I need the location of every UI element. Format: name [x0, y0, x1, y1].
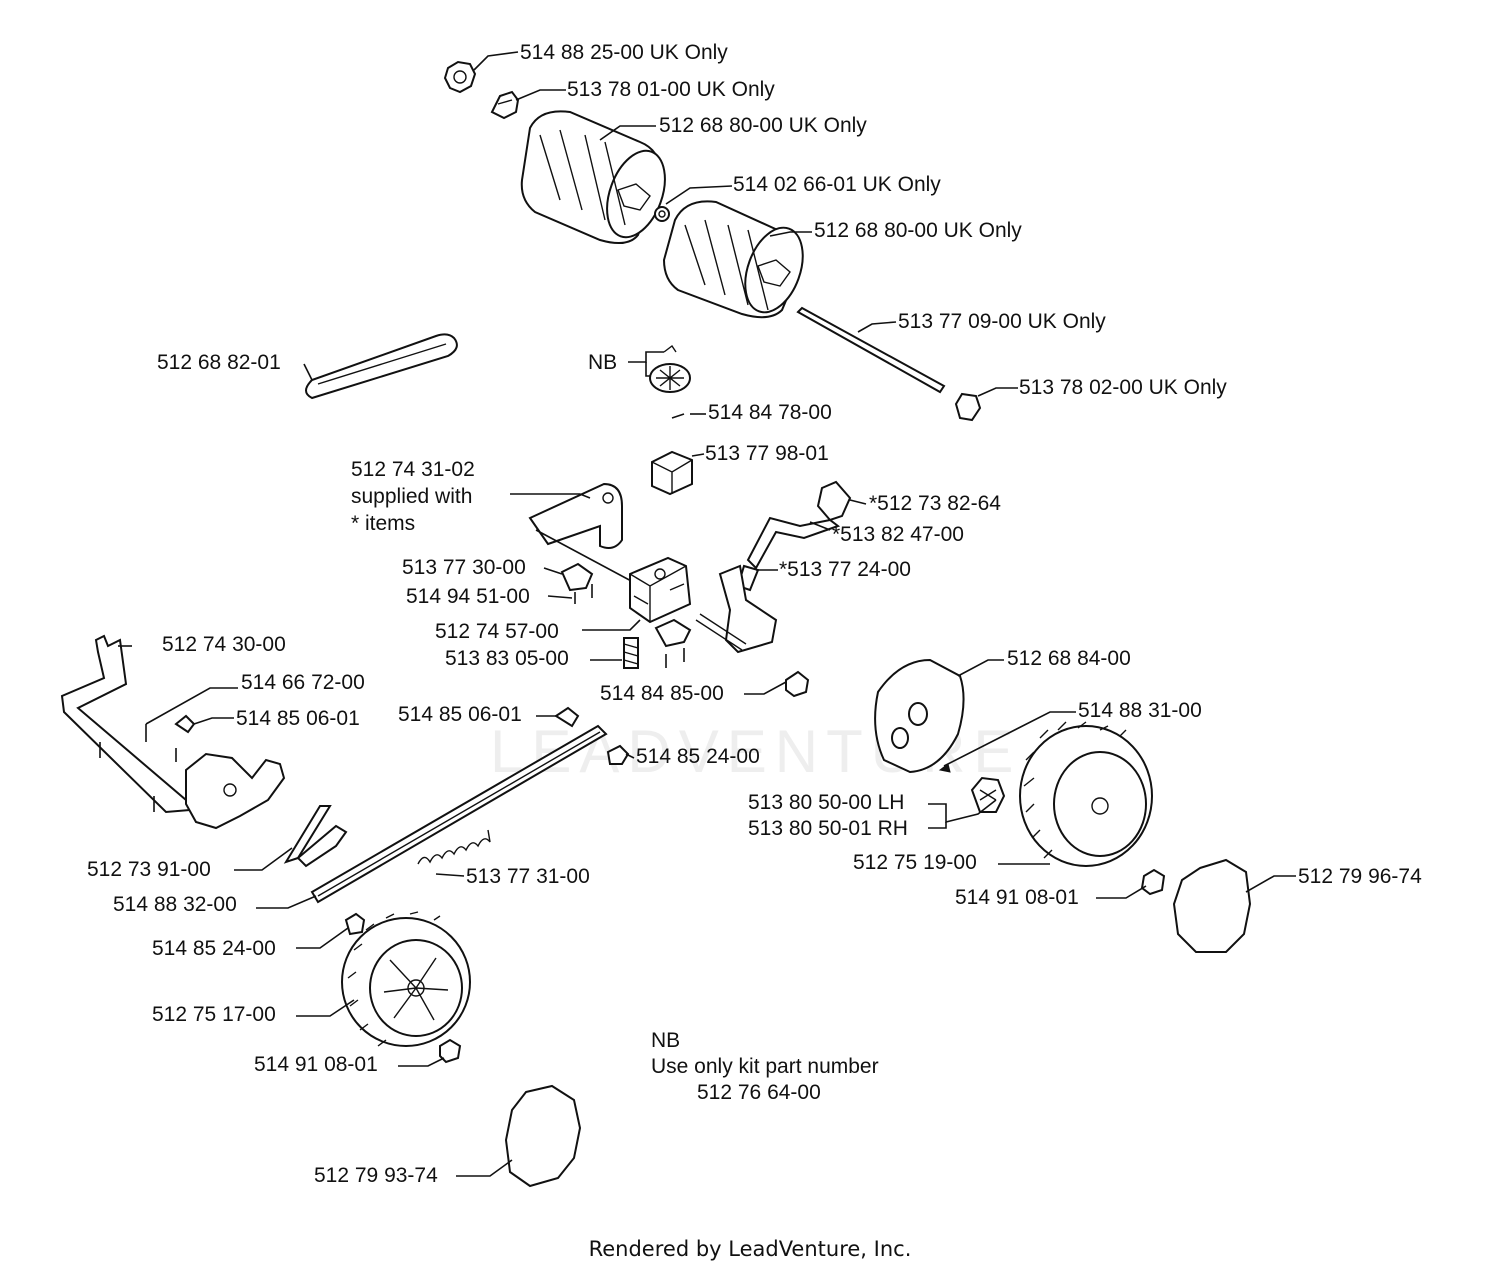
label-514-91-08-01-right: 514 91 08-01 [955, 886, 1079, 909]
screw-pair-lower-part [665, 648, 685, 668]
label-512-73-91-00: 512 73 91-00 [87, 858, 211, 881]
label-514-88-31-00: 514 88 31-00 [1078, 699, 1202, 722]
label-supplied-with: supplied with [351, 485, 472, 508]
roller-lower-part [662, 200, 804, 319]
small-clip-part [560, 562, 594, 592]
washer-part [654, 206, 670, 222]
coil-spring-part [417, 829, 491, 865]
cap-nut-right-part [1140, 868, 1166, 896]
label-514-66-72-00: 514 66 72-00 [241, 671, 365, 694]
wire-spring-part [283, 805, 348, 868]
label-513-77-09-00: 513 77 09-00 UK Only [898, 310, 1106, 333]
gearbox-part [629, 556, 692, 624]
note-nb: NB [651, 1029, 680, 1052]
nb-gear-part [649, 344, 691, 393]
axle-shaft-part [796, 306, 946, 394]
label-512-75-19-00: 512 75 19-00 [853, 851, 977, 874]
hubcap-left-part [504, 1084, 582, 1188]
label-514-88-32-00: 514 88 32-00 [113, 893, 237, 916]
label-513-80-50-01-rh: 513 80 50-01 RH [748, 817, 908, 840]
label-513-77-98-01: 513 77 98-01 [705, 442, 829, 465]
label-514-91-08-01-left: 514 91 08-01 [254, 1053, 378, 1076]
label-512-74-57-00: 512 74 57-00 [435, 620, 559, 643]
footer-credit: Rendered by LeadVenture, Inc. [589, 1237, 912, 1261]
label-513-78-02-00: 513 78 02-00 UK Only [1019, 376, 1227, 399]
label-514-85-24-00-center: 514 85 24-00 [636, 745, 760, 768]
label-514-84-78-00: 514 84 78-00 [708, 401, 832, 424]
label-513-78-01-00: 513 78 01-00 UK Only [567, 78, 775, 101]
label-513-77-24-00: *513 77 24-00 [779, 558, 911, 581]
label-513-83-05-00: 513 83 05-00 [445, 647, 569, 670]
label-513-82-47-00: *513 82 47-00 [832, 523, 964, 546]
cap-nut-left-part [606, 744, 630, 765]
note-instruction: Use only kit part number [651, 1055, 879, 1078]
label-512-74-31-02: 512 74 31-02 [351, 458, 475, 481]
label-512-75-17-00: 512 75 17-00 [152, 1003, 276, 1026]
bushing-part [785, 670, 810, 698]
leader-lines [118, 51, 1296, 1177]
label-514-85-24-00-lower: 514 85 24-00 [152, 937, 276, 960]
cap-nut-bottom-part [439, 1038, 462, 1064]
label-513-77-31-00: 513 77 31-00 [466, 865, 590, 888]
label-512-73-82-64: *512 73 82-64 [869, 492, 1001, 515]
spring-small-part [623, 637, 639, 669]
label-514-88-25-00: 514 88 25-00 UK Only [520, 41, 728, 64]
label-512-68-82-01: 512 68 82-01 [157, 351, 281, 374]
label-514-85-06-01-center: 514 85 06-01 [398, 703, 522, 726]
screw-pair-part [574, 584, 593, 604]
lower-clip-part [654, 618, 692, 648]
label-512-68-80-00-lower: 512 68 80-00 UK Only [814, 219, 1022, 242]
clip-part [490, 90, 520, 120]
right-wheel-part [1019, 721, 1153, 867]
roller-upper-part [520, 110, 666, 245]
nut-part [443, 60, 477, 94]
label-512-68-80-00-upper: 512 68 80-00 UK Only [659, 114, 867, 137]
cap-nut-lower-part [344, 912, 366, 936]
wheel-cover-part [874, 658, 965, 774]
hubcap-right-part [1172, 858, 1252, 953]
belt-part [305, 333, 458, 400]
block-part [651, 450, 693, 496]
left-axle-part [60, 634, 286, 830]
label-514-94-51-00: 514 94 51-00 [406, 585, 530, 608]
left-wheel-part [341, 911, 471, 1047]
label-514-84-85-00: 514 84 85-00 [600, 682, 724, 705]
side-bracket-part [695, 564, 778, 654]
pin-right-part [938, 763, 951, 773]
note-kit-number: 512 76 64-00 [697, 1081, 821, 1104]
left-link-part [310, 706, 608, 904]
label-512-68-84-00: 512 68 84-00 [1007, 647, 1131, 670]
label-512-79-93-74: 512 79 93-74 [314, 1164, 438, 1187]
label-items: * items [351, 512, 415, 535]
label-512-79-96-74: 512 79 96-74 [1298, 865, 1422, 888]
label-514-85-06-01-left: 514 85 06-01 [236, 707, 360, 730]
label-513-80-50-00-lh: 513 80 50-00 LH [748, 791, 904, 814]
label-512-74-30-00: 512 74 30-00 [162, 633, 286, 656]
label-nb: NB [588, 351, 617, 374]
pin-part [671, 413, 685, 419]
label-514-02-66-01: 514 02 66-01 UK Only [733, 173, 941, 196]
label-513-77-30-00: 513 77 30-00 [402, 556, 526, 579]
end-cap-part [954, 392, 982, 422]
